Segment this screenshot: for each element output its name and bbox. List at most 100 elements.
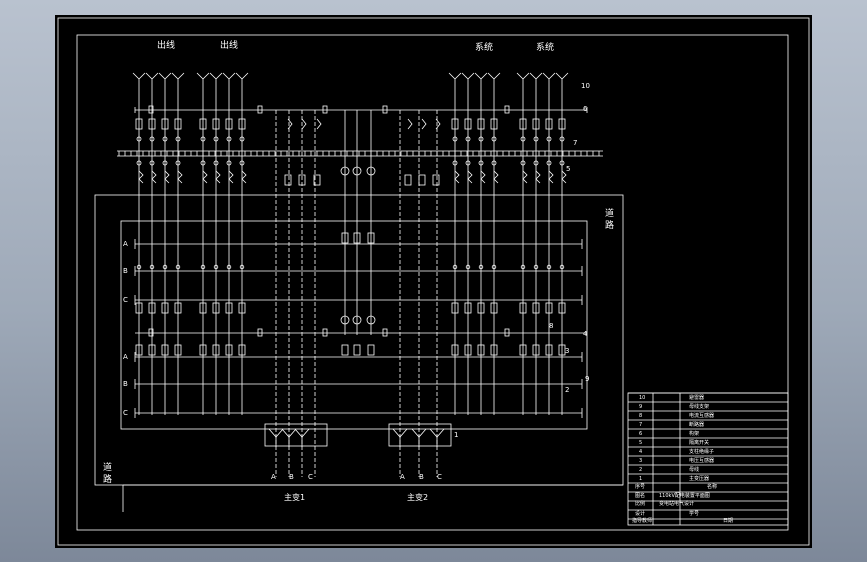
outgoing-label-2: 出线 xyxy=(220,39,238,51)
coupler-lower-ct xyxy=(353,344,361,356)
outgoing-label-1: 出线 xyxy=(157,39,175,51)
lower-ct xyxy=(161,302,169,314)
gantry-insulator xyxy=(148,105,154,114)
disconnector xyxy=(215,170,221,184)
callout-3: 3 xyxy=(565,347,569,355)
bay-ct xyxy=(418,174,426,186)
breaker-node xyxy=(491,136,497,142)
title-row2-value: 变电站电气设计 xyxy=(659,500,694,507)
coupler-ct xyxy=(341,232,349,244)
breaker-node xyxy=(213,160,219,166)
parts-name-4: 支柱绝缘子 xyxy=(689,448,714,455)
bay-ct xyxy=(284,174,292,186)
current-transformer xyxy=(490,118,498,130)
lower-ct xyxy=(532,344,540,356)
main-transformer-1-label: 主变1 xyxy=(284,492,305,502)
transformer-bushing xyxy=(429,428,445,447)
breaker-node xyxy=(149,160,155,166)
callout-5: 5 xyxy=(566,165,570,173)
lower-ct xyxy=(238,302,246,314)
inner-frame xyxy=(76,34,789,531)
breaker-node xyxy=(226,136,232,142)
road-label-right-1: 道 xyxy=(605,207,614,219)
disconnector xyxy=(138,170,144,184)
gantry-insulator xyxy=(322,105,328,114)
bus-tap-node xyxy=(239,264,245,270)
callout-8: 8 xyxy=(549,322,553,330)
parts-no-3: 3 xyxy=(639,458,642,464)
main-transformer-2 xyxy=(388,423,452,447)
substation-boundary xyxy=(94,194,624,486)
surge-arrester xyxy=(461,72,475,99)
bus-tap-node xyxy=(200,264,206,270)
breaker-node xyxy=(162,136,168,142)
title-row1-label: 图名 xyxy=(635,492,645,499)
breaker-node xyxy=(136,160,142,166)
breaker-node xyxy=(520,136,526,142)
lower-ct xyxy=(558,302,566,314)
coupler-lower-node xyxy=(340,315,350,325)
coupler-ct xyxy=(353,232,361,244)
current-transformer xyxy=(148,118,156,130)
lower-bus-phase-c: C xyxy=(123,409,128,417)
transformer-bushing xyxy=(411,428,427,447)
callout-1: 1 xyxy=(454,431,458,439)
t2-phase-a: A xyxy=(400,473,405,481)
current-transformer xyxy=(238,118,246,130)
bay-disconnector xyxy=(287,118,293,130)
current-transformer xyxy=(532,118,540,130)
callout-7: 7 xyxy=(573,139,577,147)
current-transformer xyxy=(135,118,143,130)
bus-tap-node xyxy=(213,264,219,270)
callout-10: 10 xyxy=(581,82,590,90)
disconnector xyxy=(202,170,208,184)
lower-bus-phase-a: A xyxy=(123,353,128,361)
bus-tap-node xyxy=(226,264,232,270)
surge-arrester xyxy=(132,72,146,99)
callout-2: 2 xyxy=(565,386,569,394)
lower-ct xyxy=(490,302,498,314)
coupler-lower-node xyxy=(366,315,376,325)
bus-tap-node xyxy=(136,264,142,270)
callout-6: 6 xyxy=(583,105,588,113)
current-transformer xyxy=(519,118,527,130)
breaker-node xyxy=(559,136,565,142)
breaker-node xyxy=(465,160,471,166)
bus-tap-node xyxy=(452,264,458,270)
parts-list-table: 10 避雷器 9 母线支架 8 电流互感器 7 断路器 6 构架 5 隔离开关 … xyxy=(635,394,717,490)
coupler-node xyxy=(366,166,376,176)
breaker-node xyxy=(478,160,484,166)
breaker-node xyxy=(213,136,219,142)
coupler-lower-ct xyxy=(341,344,349,356)
lower-ct xyxy=(519,344,527,356)
disconnector xyxy=(177,170,183,184)
parts-name-5: 隔离开关 xyxy=(689,439,709,446)
title-row3-value: 学号 xyxy=(689,510,699,517)
current-transformer xyxy=(451,118,459,130)
breaker-node xyxy=(136,136,142,142)
bus-tap-node xyxy=(559,264,565,270)
bay-ct xyxy=(313,174,321,186)
surge-arrester xyxy=(474,72,488,99)
transformer-bushing xyxy=(294,428,310,447)
surge-arrester xyxy=(145,72,159,99)
bay-disconnector xyxy=(421,118,427,130)
parts-no-1: 1 xyxy=(639,476,642,482)
bay-ct xyxy=(298,174,306,186)
lower-ct xyxy=(161,344,169,356)
lower-ct xyxy=(135,344,143,356)
title-row4-value: 日期 xyxy=(723,518,733,524)
breaker-node xyxy=(533,160,539,166)
road-label-right-2: 路 xyxy=(605,219,614,231)
bay-ct xyxy=(432,174,440,186)
surge-arrester xyxy=(448,72,462,99)
breaker-node xyxy=(546,136,552,142)
breaker-node xyxy=(478,136,484,142)
lower-ct xyxy=(490,344,498,356)
lower-ct xyxy=(464,344,472,356)
breaker-node xyxy=(491,160,497,166)
disconnector xyxy=(548,170,554,184)
surge-arrester xyxy=(222,72,236,99)
title-row4-label: 指导教师 xyxy=(632,517,652,524)
bay-disconnector xyxy=(435,118,441,130)
